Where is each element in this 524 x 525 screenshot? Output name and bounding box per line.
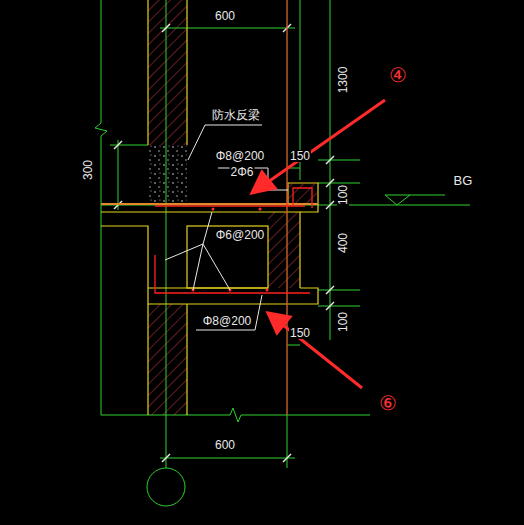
- note: 防水反梁: [211, 109, 261, 121]
- rebar-label: Φ6@200: [215, 229, 265, 241]
- dimension: 400: [337, 232, 349, 254]
- level-label: BG: [453, 174, 474, 187]
- dimension: 600: [214, 439, 236, 451]
- dimension: 100: [337, 184, 349, 206]
- callout-number: ④: [388, 65, 408, 85]
- dimension: 300: [82, 159, 94, 181]
- dimension: 100: [337, 311, 349, 333]
- rebar-label: 2Φ6: [230, 166, 255, 178]
- dimension: 1300: [337, 66, 349, 95]
- dimension: 150: [289, 327, 311, 339]
- dimension: 150: [289, 150, 311, 162]
- callout-number: ⑥: [378, 393, 398, 413]
- dimension: 600: [214, 10, 236, 22]
- rebar-label: Φ8@200: [202, 315, 252, 327]
- rebar-label: Φ8@200: [215, 150, 265, 162]
